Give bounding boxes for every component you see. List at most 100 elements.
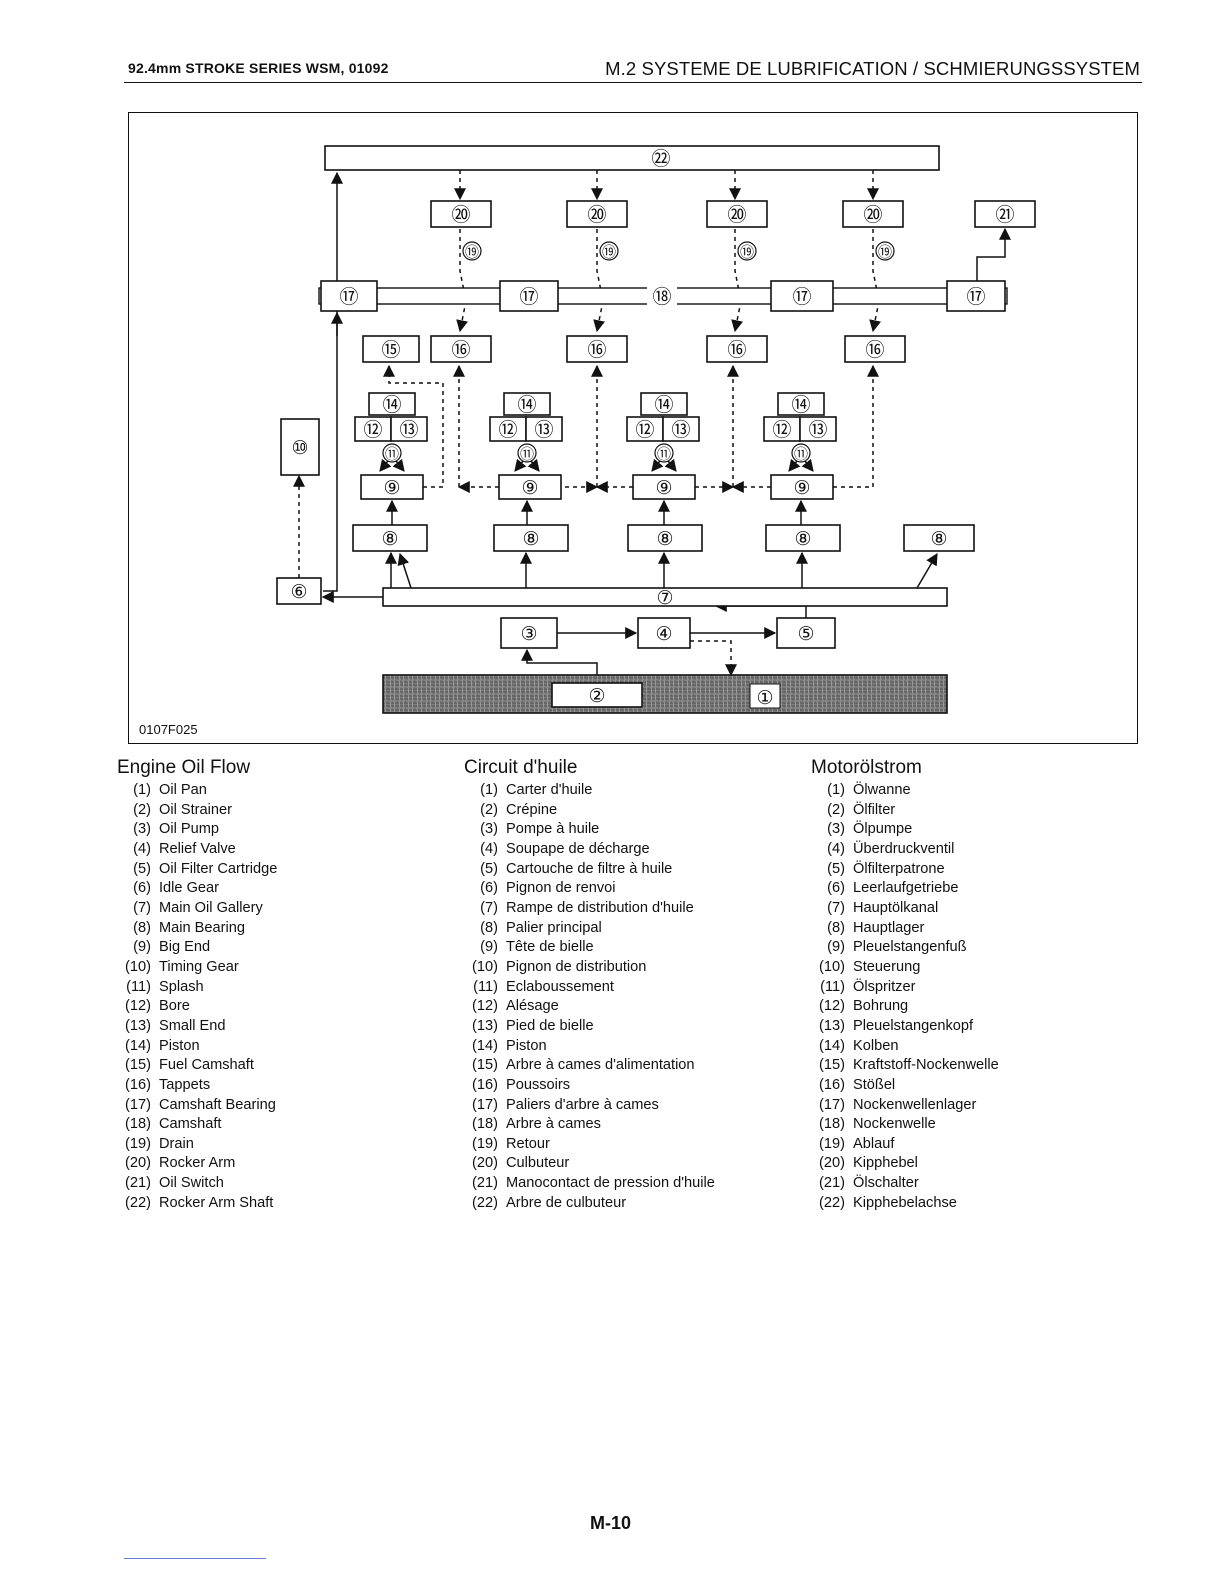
legend-french: Circuit d'huile (1)Carter d'huile(2)Crép… <box>464 757 715 1213</box>
legend-item: (11)Splash <box>117 978 277 998</box>
legend-item-text: Pied de bielle <box>506 1017 594 1034</box>
diagram-flow-line <box>397 552 412 589</box>
legend-item-text: Piston <box>506 1037 547 1054</box>
rocker-arm-box-label: ⑳ <box>451 204 470 226</box>
legend-item-text: Oil Pump <box>159 821 220 838</box>
legend-item-number: (5) <box>480 860 498 877</box>
drain-label: ⑲ <box>465 245 479 261</box>
legend-item-text: Fuel Camshaft <box>159 1057 254 1074</box>
bore-box <box>626 416 664 442</box>
legend-item-number: (22) <box>472 1194 498 1211</box>
legend-item-number: (16) <box>125 1076 151 1093</box>
diagram-dashed-flow-line <box>456 229 469 333</box>
piston-box <box>368 392 416 416</box>
legend-item-text: Oil Pan <box>159 782 207 798</box>
legend-item: (5)Cartouche de filtre à huile <box>464 860 715 880</box>
legend-item-text: Bore <box>159 998 190 1015</box>
rocker-arm-box-label: ⑳ <box>587 204 606 226</box>
splash-label: ⑪ <box>385 447 399 463</box>
legend-item: (6)Leerlaufgetriebe <box>811 879 999 899</box>
legend-item-number: (18) <box>819 1116 845 1133</box>
rocker-arm-box <box>430 200 492 228</box>
camshaft-label: ⑱ <box>652 286 671 308</box>
legend-item-text: Poussoirs <box>506 1076 571 1093</box>
legend-item-text: Main Bearing <box>159 919 245 936</box>
timing-gear-box-label: ⑩ <box>291 437 308 459</box>
legend-item: (13)Pied de bielle <box>464 1017 715 1037</box>
camshaft-bearing-box-label: ⑰ <box>792 286 811 308</box>
oil-strainer-box <box>551 682 643 708</box>
diagram-flow-line <box>521 648 598 683</box>
legend-item-number: (2) <box>480 801 498 818</box>
legend-item-text: Piston <box>159 1037 200 1054</box>
legend-item: (16)Stößel <box>811 1076 999 1096</box>
legend-item-text: Pignon de distribution <box>506 958 647 975</box>
rocker-arm-box <box>842 200 904 228</box>
legend-item-text: Pleuelstangenfuß <box>853 939 967 956</box>
legend-item: (18)Nockenwelle <box>811 1115 999 1135</box>
fuel-camshaft-box-label: ⑮ <box>381 339 400 361</box>
legend-french-list: (1)Carter d'huile(2)Crépine(3)Pompe à hu… <box>464 781 715 1213</box>
tappet-box <box>844 335 906 363</box>
legend-item-text: Ölschalter <box>853 1175 919 1192</box>
legend-item-text: Culbuteur <box>506 1155 570 1172</box>
legend-item: (20)Kipphebel <box>811 1154 999 1174</box>
diagram-flow-line <box>323 171 343 592</box>
legend-item: (10)Timing Gear <box>117 958 277 978</box>
tappet-box <box>706 335 768 363</box>
idle-gear-box <box>276 577 322 605</box>
legend-item-number: (2) <box>827 801 845 818</box>
legend-item-number: (13) <box>125 1017 151 1034</box>
diagram-dashed-flow-line <box>788 458 801 472</box>
legend-item-number: (2) <box>133 801 151 818</box>
legend-item-number: (7) <box>480 899 498 916</box>
legend-item-text: Pompe à huile <box>506 821 600 838</box>
legend-item: (2)Ölfilter <box>811 801 999 821</box>
tappet-box-label: ⑯ <box>727 339 746 361</box>
legend-item-number: (3) <box>480 821 498 838</box>
legend-item-text: Eclaboussement <box>506 978 614 995</box>
legend-item-text: Splash <box>159 978 204 995</box>
legend-item-number: (8) <box>827 919 845 936</box>
small-end-box-label: ⑬ <box>399 419 418 441</box>
legend-item-text: Retour <box>506 1135 550 1152</box>
legend-item-text: Alésage <box>506 998 559 1015</box>
legend-item-text: Paliers d'arbre à cames <box>506 1096 659 1113</box>
legend-item-text: Ölpumpe <box>853 821 913 838</box>
main-bearing-box <box>765 524 841 552</box>
legend-item-number: (14) <box>819 1037 845 1054</box>
splash-marker <box>517 443 537 463</box>
legend-item-text: Oil Strainer <box>159 801 232 818</box>
legend-item-text: Pignon de renvoi <box>506 880 616 897</box>
legend-item-number: (19) <box>472 1135 498 1152</box>
idle-gear-box-label: ⑥ <box>290 581 307 603</box>
legend-item: (6)Idle Gear <box>117 879 277 899</box>
legend-item-number: (15) <box>472 1057 498 1074</box>
main-bearing-box-label: ⑧ <box>794 528 811 550</box>
legend-item: (4)Überdruckventil <box>811 840 999 860</box>
legend-item: (21)Oil Switch <box>117 1174 277 1194</box>
legend-item-text: Main Oil Gallery <box>159 899 263 916</box>
drain-label: ⑲ <box>878 245 892 261</box>
main-bearing-box-label: ⑧ <box>930 528 947 550</box>
bore-box-label: ⑫ <box>498 419 517 441</box>
legend-item-text: Camshaft Bearing <box>159 1096 276 1113</box>
legend-item-number: (12) <box>125 998 151 1015</box>
diagram-dashed-flow-line <box>833 364 879 488</box>
legend-item: (7)Main Oil Gallery <box>117 899 277 919</box>
small-end-box <box>662 416 700 442</box>
piston-box-label: ⑭ <box>382 394 401 416</box>
legend-item-number: (19) <box>819 1135 845 1152</box>
piston-box-label: ⑭ <box>517 394 536 416</box>
legend-item: (14)Piston <box>117 1037 277 1057</box>
oil-pan-label-bg <box>749 683 781 709</box>
legend-item-text: Kipphebelachse <box>853 1194 957 1211</box>
legend-item-text: Rocker Arm <box>159 1155 236 1172</box>
fuel-camshaft-box <box>362 335 420 363</box>
diagram-dashed-flow-line <box>593 229 606 333</box>
legend-item-number: (17) <box>125 1096 151 1113</box>
legend-item-text: Rampe de distribution d'huile <box>506 899 694 916</box>
big-end-box <box>770 474 834 500</box>
main-bearing-box <box>627 524 703 552</box>
